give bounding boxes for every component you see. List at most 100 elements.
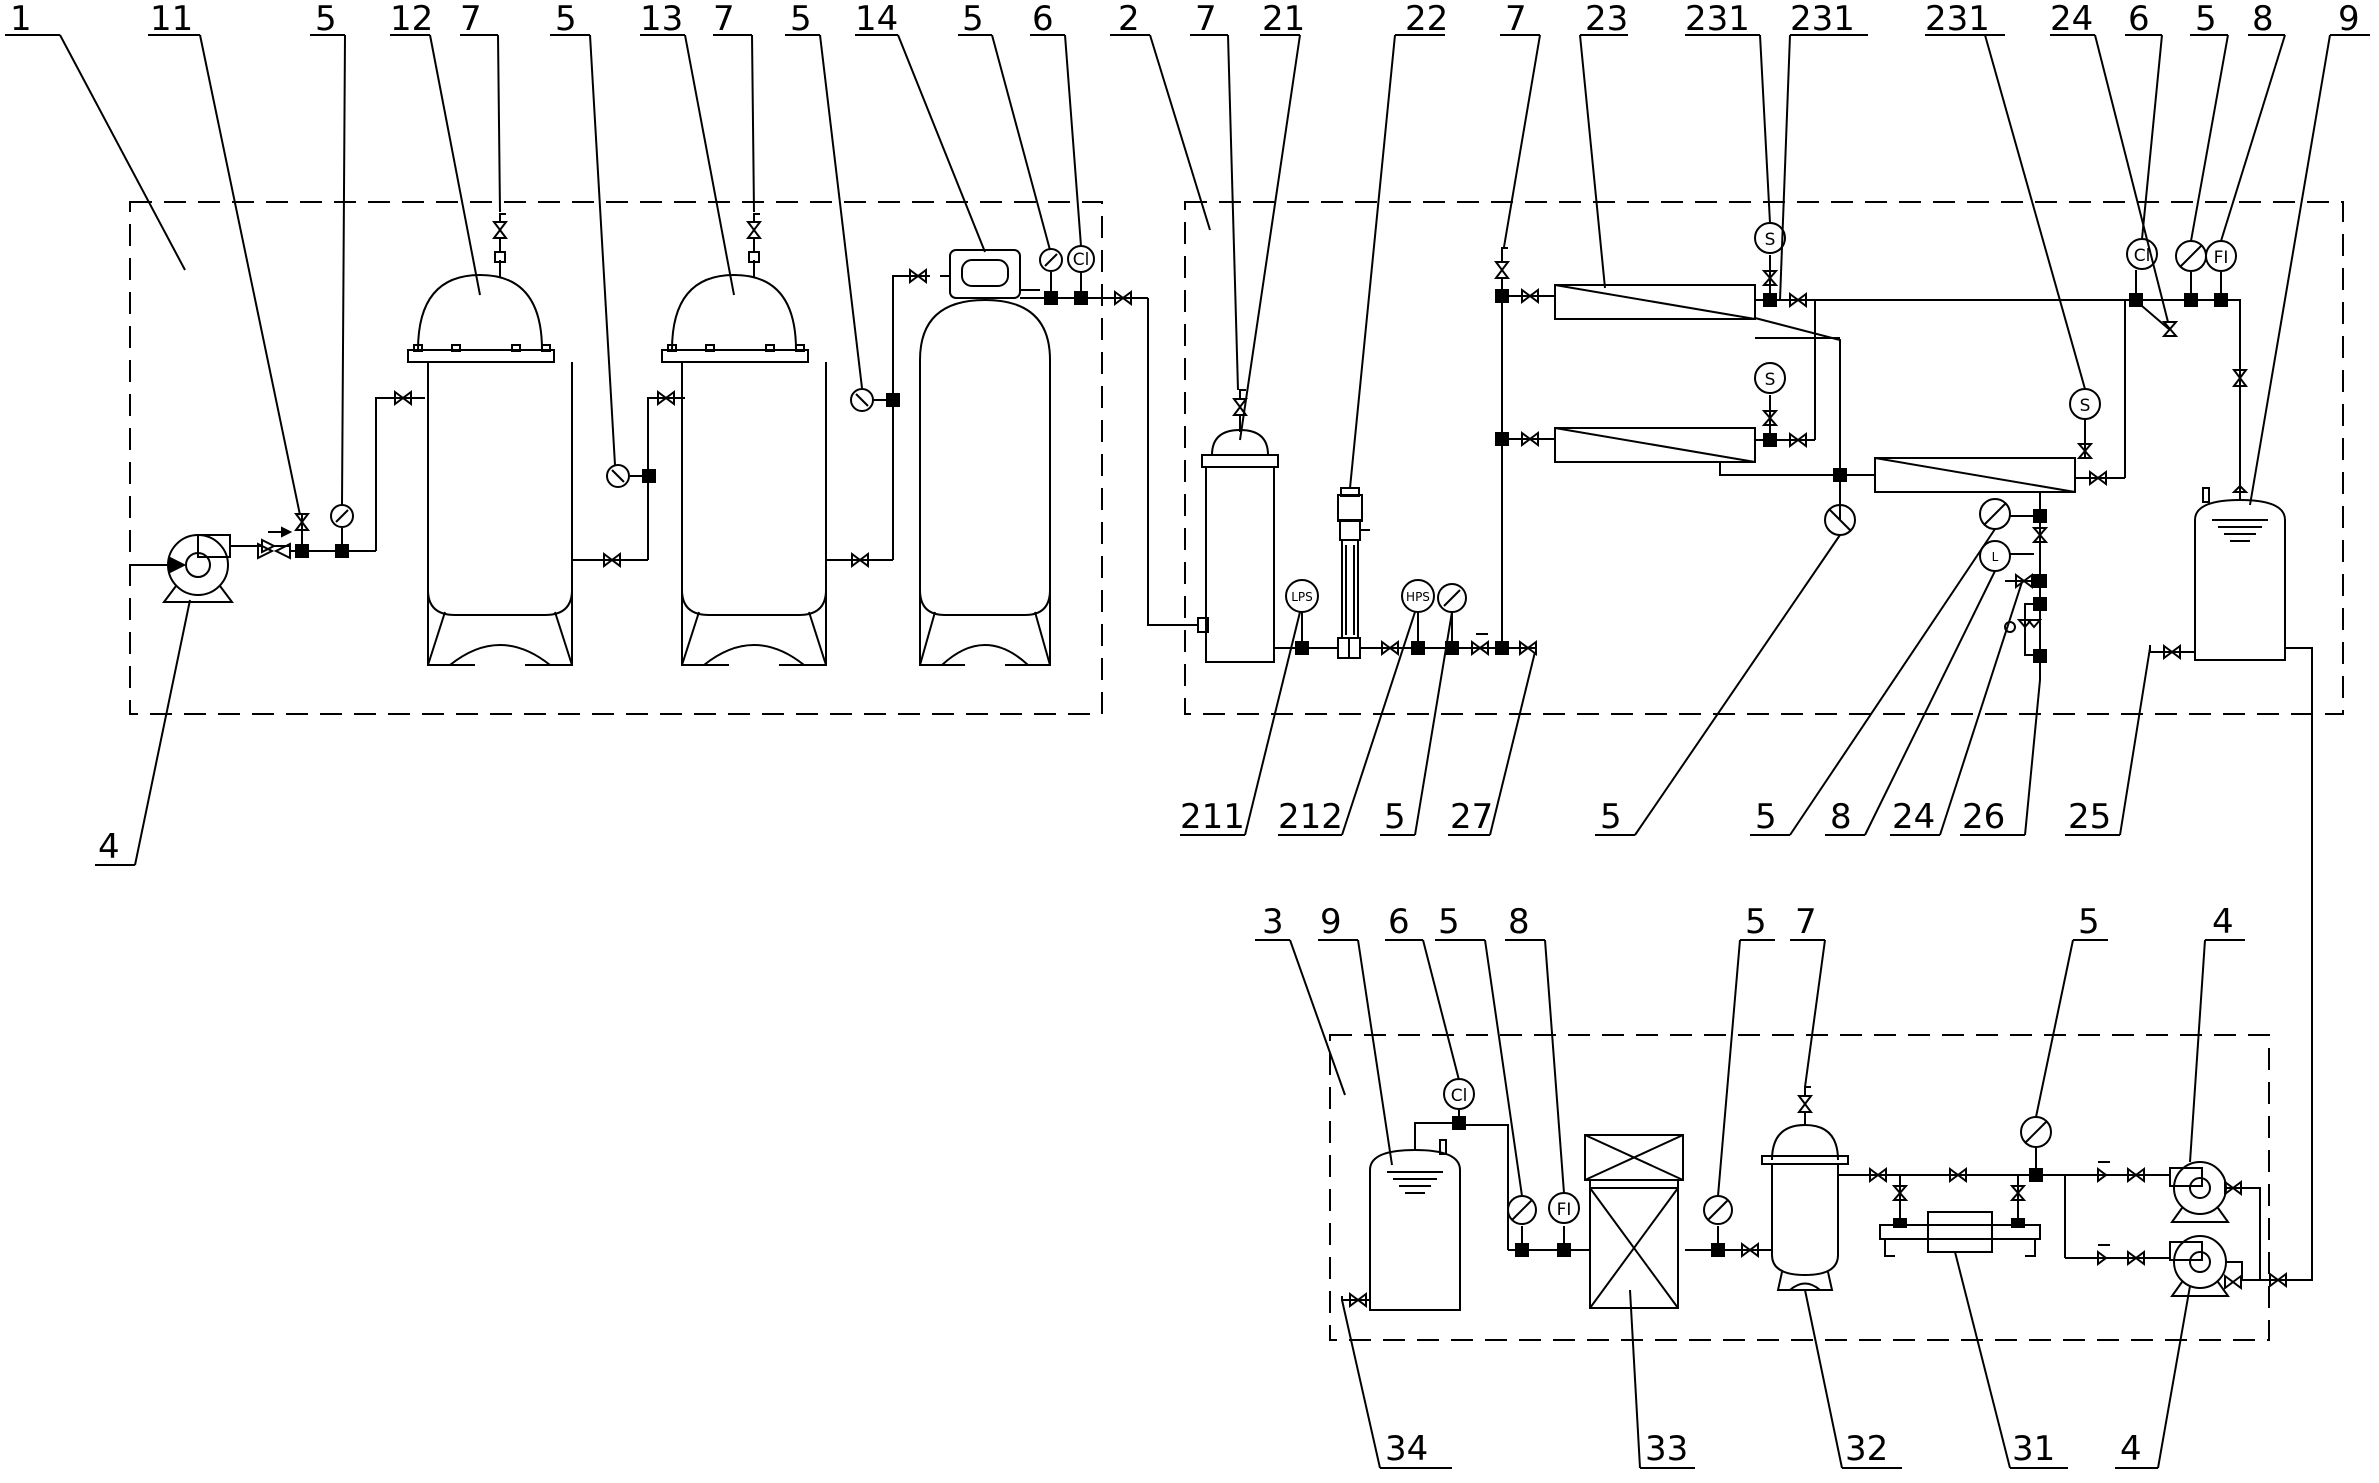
salinity-label: S [1765, 230, 1776, 250]
valve-icon [2134, 1250, 2145, 1266]
ro-membrane-icon [1554, 427, 1756, 463]
check-valve-icon [2016, 619, 2034, 629]
high-pressure-switch-icon [1401, 579, 1435, 613]
callout-label: 5 [1384, 797, 1406, 837]
callout-label: 12 [390, 0, 433, 39]
flow-label: FI [1557, 1200, 1572, 1220]
valve-icon [1956, 1167, 1967, 1183]
valve-icon [2231, 1274, 2242, 1290]
callout-label: 27 [1450, 797, 1493, 837]
vent-valve-icon [1797, 1095, 1813, 1106]
callout-label: 7 [1505, 0, 1527, 39]
salinity-label: S [2080, 396, 2091, 416]
callout-label: 9 [2338, 0, 2360, 39]
tee-fitting [1445, 641, 1459, 655]
distribution-pump-icon [2169, 1161, 2230, 1223]
tee-fitting [642, 469, 656, 483]
subsystem-boundaries [129, 201, 2344, 1341]
callouts-bottom: 34 33 32 31 4 [1341, 1251, 2191, 1469]
callout-label: 8 [2252, 0, 2274, 39]
tee-fitting [335, 544, 349, 558]
callout-label: 7 [1195, 0, 1217, 39]
callout-label: 5 [962, 0, 984, 39]
transfer-pipe [1147, 298, 1198, 626]
reverse-osmosis-boundary [1184, 201, 2344, 715]
pressure-gauge-icon [1039, 248, 1063, 272]
chlorine-label: Cl [2134, 246, 2151, 266]
tee-fitting [1295, 641, 1309, 655]
callout-label: 5 [555, 0, 577, 39]
pretreatment-section: Cl [130, 213, 1148, 666]
valve-icon [1528, 431, 1539, 447]
salinity-sensor-icon [1754, 362, 1786, 394]
precision-filter-vessel-icon [1761, 1112, 1849, 1291]
callout-label: 21 [1262, 0, 1305, 39]
pressure-gauge-icon [850, 388, 874, 412]
tee-fitting [1411, 641, 1425, 655]
valve-icon [2076, 443, 2094, 453]
softener-tank-icon [919, 249, 1051, 666]
callout-label: 5 [1755, 797, 1777, 837]
valve-icon [2022, 573, 2033, 589]
pretreatment-boundary [129, 201, 1103, 715]
callout-label: 9 [1320, 902, 1342, 942]
valve-icon [1761, 410, 1779, 420]
flow-meter-label: L [1992, 550, 1999, 564]
valve-icon [1796, 292, 1807, 308]
valve-icon [294, 520, 310, 531]
callouts-middle: 4 211 212 5 27 5 5 8 24 26 25 [95, 528, 2151, 867]
callout-label: 26 [1962, 797, 2005, 837]
hps-label: HPS [1406, 590, 1430, 604]
callout-label: 32 [1845, 1429, 1888, 1469]
ro-membrane-icon [1554, 284, 1756, 320]
flow-label: FI [2214, 248, 2229, 268]
valve-icon [1528, 288, 1539, 304]
low-pressure-switch-icon [1285, 579, 1319, 613]
callout-label: 22 [1405, 0, 1448, 39]
callout-label: 211 [1180, 797, 1245, 837]
valve-icon [2009, 1185, 2027, 1195]
lps-label: LPS [1291, 590, 1313, 604]
callout-label: 6 [2128, 0, 2150, 39]
callout-label: 8 [1830, 797, 1852, 837]
callout-label: 34 [1385, 1429, 1428, 1469]
chlorine-label: Cl [1451, 1086, 1468, 1106]
callout-label: 5 [2078, 902, 2100, 942]
inlet-arrow-icon [169, 556, 187, 574]
drain-valve-icon [2161, 327, 2179, 337]
check-valve-icon [2097, 1250, 2108, 1266]
callout-label: 3 [1262, 902, 1284, 942]
distribution-boundary [1329, 1034, 2270, 1341]
tee-fitting [1495, 641, 1509, 655]
callout-label: 24 [2050, 0, 2093, 39]
vent-valve-icon [492, 221, 508, 232]
callout-label: 5 [790, 0, 812, 39]
valve-icon [664, 390, 675, 406]
valve-icon [2134, 1167, 2145, 1183]
callout-label: 4 [2212, 902, 2234, 942]
drain-valve-icon [1526, 640, 1537, 656]
callout-label: 5 [315, 0, 337, 39]
callout-label: 25 [2068, 797, 2111, 837]
ozone-sterilizer-icon [1584, 1134, 1684, 1309]
valve-icon [401, 390, 412, 406]
callout-label: 5 [1600, 797, 1622, 837]
callout-label: 7 [1795, 902, 1817, 942]
callout-label: 7 [713, 0, 735, 39]
valve-icon [1891, 1185, 1909, 1195]
valve-icon [916, 268, 927, 284]
callout-label: 8 [1508, 902, 1530, 942]
callout-label: 24 [1892, 797, 1935, 837]
valve-icon [1356, 1292, 1367, 1308]
high-pressure-pump-icon [1337, 487, 1370, 659]
valve-icon [1761, 270, 1779, 280]
callout-label: 31 [2012, 1429, 2055, 1469]
callout-label: 231 [1790, 0, 1855, 39]
pressure-gauge-icon [606, 464, 630, 488]
product-water-tank-icon [2194, 484, 2286, 661]
valve-icon [1796, 432, 1807, 448]
callout-label: 5 [2195, 0, 2217, 39]
callout-label: 5 [1438, 902, 1460, 942]
callout-label: 4 [2120, 1429, 2142, 1469]
